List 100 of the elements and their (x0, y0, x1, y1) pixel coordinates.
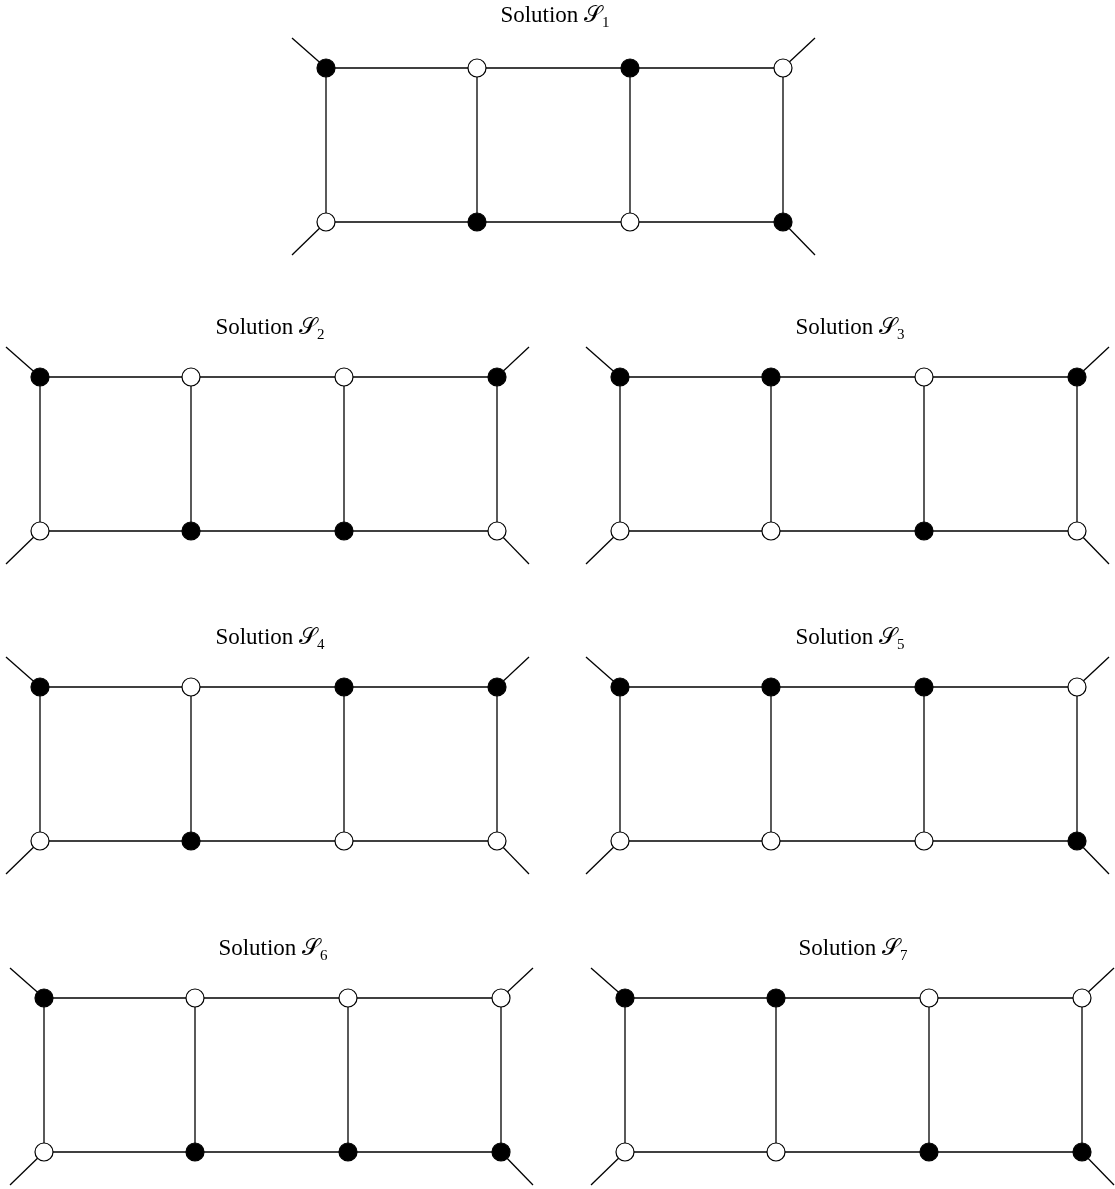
edge-line (923, 695, 925, 833)
edge-line (43, 1006, 45, 1144)
external-leg (788, 37, 816, 63)
external-leg (1082, 536, 1110, 565)
edge-line (343, 385, 345, 523)
edge-line (190, 695, 192, 833)
edge-line (923, 385, 925, 523)
open-vertex (610, 521, 630, 541)
external-leg (1087, 967, 1115, 993)
open-vertex (1067, 677, 1087, 697)
edge-line (624, 1006, 626, 1144)
external-leg (502, 536, 530, 565)
filled-vertex (610, 367, 630, 387)
filled-vertex (34, 988, 54, 1008)
external-leg (585, 536, 615, 565)
edge-line (1076, 695, 1078, 833)
filled-vertex (773, 212, 793, 232)
filled-vertex (487, 677, 507, 697)
filled-vertex (185, 1142, 205, 1162)
external-leg (5, 846, 35, 875)
open-vertex (919, 988, 939, 1008)
panel-label: Solution 𝒮$_{7}$ (798, 933, 908, 965)
open-vertex (334, 367, 354, 387)
filled-vertex (766, 988, 786, 1008)
edge-line (1076, 385, 1078, 523)
open-vertex (181, 367, 201, 387)
open-vertex (487, 521, 507, 541)
edge-line (325, 76, 327, 214)
edge-line (770, 695, 772, 833)
open-vertex (467, 58, 487, 78)
filled-vertex (610, 677, 630, 697)
external-leg (291, 37, 320, 63)
external-leg (5, 346, 34, 372)
filled-vertex (181, 521, 201, 541)
edge-line (347, 1006, 349, 1144)
external-leg (506, 1157, 534, 1186)
open-vertex (338, 988, 358, 1008)
edge-line (928, 1006, 930, 1144)
open-vertex (914, 367, 934, 387)
edge-line (190, 385, 192, 523)
filled-vertex (338, 1142, 358, 1162)
edge-line (194, 1006, 196, 1144)
external-leg (5, 656, 34, 682)
open-vertex (30, 831, 50, 851)
open-vertex (1072, 988, 1092, 1008)
external-leg (502, 656, 530, 682)
external-leg (9, 967, 38, 993)
filled-vertex (620, 58, 640, 78)
edge-line (496, 695, 498, 833)
open-vertex (1067, 521, 1087, 541)
panel-label: Solution 𝒮$_{6}$ (218, 933, 328, 965)
external-leg (788, 227, 816, 256)
open-vertex (615, 1142, 635, 1162)
open-vertex (487, 831, 507, 851)
open-vertex (610, 831, 630, 851)
open-vertex (30, 521, 50, 541)
open-vertex (620, 212, 640, 232)
external-leg (585, 846, 615, 875)
external-leg (590, 1157, 620, 1186)
external-leg (1082, 656, 1110, 682)
open-vertex (181, 677, 201, 697)
filled-vertex (181, 831, 201, 851)
open-vertex (914, 831, 934, 851)
edge-line (496, 385, 498, 523)
external-leg (585, 656, 614, 682)
external-leg (1082, 346, 1110, 372)
open-vertex (334, 831, 354, 851)
panel-label: Solution 𝒮$_{4}$ (215, 622, 325, 654)
filled-vertex (914, 521, 934, 541)
edge-line (39, 695, 41, 833)
open-vertex (185, 988, 205, 1008)
filled-vertex (30, 677, 50, 697)
edge-line (500, 1006, 502, 1144)
filled-vertex (30, 367, 50, 387)
filled-vertex (334, 521, 354, 541)
edge-line (476, 76, 478, 214)
open-vertex (761, 521, 781, 541)
filled-vertex (491, 1142, 511, 1162)
edge-line (629, 76, 631, 214)
external-leg (502, 346, 530, 372)
external-leg (585, 346, 614, 372)
external-leg (9, 1157, 39, 1186)
edge-line (619, 695, 621, 833)
edge-line (770, 385, 772, 523)
filled-vertex (761, 677, 781, 697)
external-leg (502, 846, 530, 875)
external-leg (1087, 1157, 1115, 1186)
edge-line (343, 695, 345, 833)
panel-label: Solution 𝒮$_{3}$ (795, 312, 905, 344)
filled-vertex (467, 212, 487, 232)
open-vertex (316, 212, 336, 232)
filled-vertex (761, 367, 781, 387)
filled-vertex (334, 677, 354, 697)
filled-vertex (1067, 831, 1087, 851)
open-vertex (766, 1142, 786, 1162)
filled-vertex (914, 677, 934, 697)
panel-label: Solution 𝒮$_{5}$ (795, 622, 905, 654)
external-leg (5, 536, 35, 565)
external-leg (1082, 846, 1110, 875)
filled-vertex (316, 58, 336, 78)
